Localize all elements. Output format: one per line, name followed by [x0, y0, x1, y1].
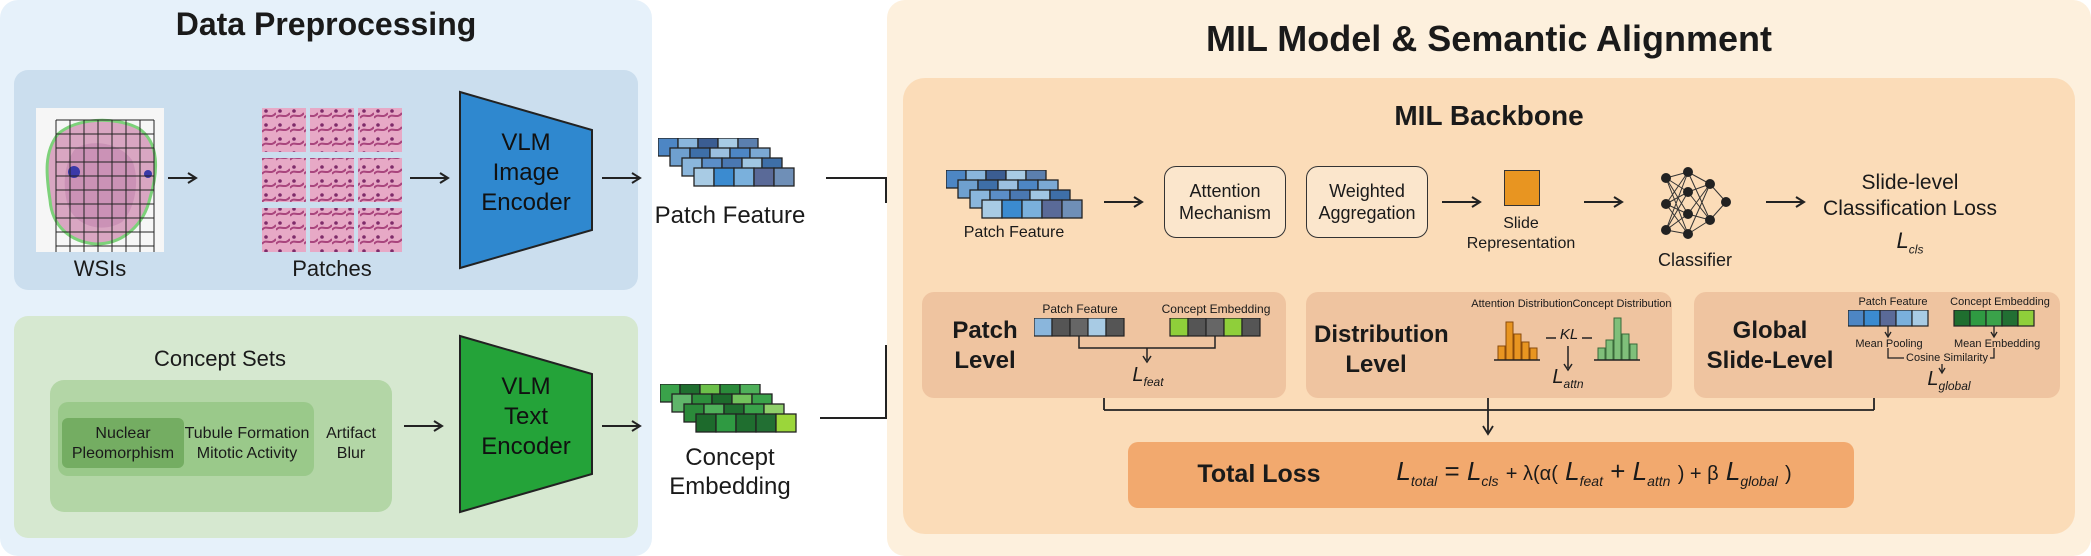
total-loss-label: Total Loss [1197, 460, 1321, 488]
patch-feature-stack-left [658, 138, 795, 187]
total-loss-formula: Ltotal = Lcls + λ(α( Lfeat + Lattn ) + β… [1396, 456, 1792, 490]
mean-pooling-label: Mean Pooling [1855, 338, 1923, 350]
concept-nuclear-box [62, 418, 184, 468]
global-level-diagram [1848, 310, 2035, 375]
merge-lines [1103, 398, 1875, 436]
neural-network-icon [1661, 167, 1731, 239]
classifier-label: Classifier [1657, 250, 1732, 270]
arrow-encoder-feature [602, 172, 642, 184]
patch-level-concept-label: Concept Embedding [1161, 302, 1271, 316]
arrow-feature-attention [1104, 196, 1144, 208]
arrow-encoder-embedding [602, 420, 642, 432]
mean-embedding-label: Mean Embedding [1954, 338, 2041, 350]
patch-level-diagram [1034, 318, 1261, 364]
concept-embedding-stack [660, 384, 797, 433]
patch-feature-label-right: Patch Feature [963, 224, 1065, 241]
distribution-histograms [1494, 317, 1640, 372]
wsi-thumbnail [36, 108, 164, 252]
patches-label: Patches [292, 256, 372, 281]
image-encoder-shape [459, 90, 593, 270]
attention-distribution-label: Attention Distribution [1471, 298, 1573, 310]
patch-level-feat-label: Patch Feature [1042, 302, 1118, 316]
wsis-label: WSIs [73, 256, 127, 281]
concept-sets-title: Concept Sets [153, 346, 287, 371]
arrow-aggregation-slide [1442, 196, 1482, 208]
cosine-similarity-label: Cosine Similarity [1904, 352, 1990, 364]
concept-distribution-label: Concept Distribution [1572, 298, 1672, 310]
global-concept-label: Concept Embedding [1950, 296, 2050, 308]
patch-feature-stack-right [946, 170, 1083, 219]
data-preprocessing-title: Data Preprocessing [175, 6, 477, 42]
patch-feature-label-left: Patch Feature [654, 202, 806, 229]
text-encoder-shape [459, 334, 593, 514]
patches-grid [262, 108, 402, 252]
kl-label: KL [1559, 326, 1579, 343]
slide-representation-square [1504, 170, 1540, 206]
mil-model-title: MIL Model & Semantic Alignment [1205, 18, 1773, 59]
arrow-classifier-loss [1766, 196, 1806, 208]
total-loss-box [1128, 442, 1854, 508]
cls-loss-symbol: Lcls [1896, 228, 1924, 257]
loss-feat-symbol: Lfeat [1132, 364, 1164, 389]
patch-level-panel [922, 292, 1286, 398]
loss-attn-symbol: Lattn [1552, 366, 1584, 391]
arrow-concepts-encoder [404, 420, 444, 432]
arrow-patches-encoder [410, 172, 450, 184]
loss-global-symbol: Lglobal [1927, 368, 1971, 393]
arrow-slide-classifier [1584, 196, 1624, 208]
global-feat-label: Patch Feature [1858, 296, 1928, 308]
arrow-wsi-patches [168, 172, 198, 184]
mil-backbone-title: MIL Backbone [1394, 100, 1584, 131]
